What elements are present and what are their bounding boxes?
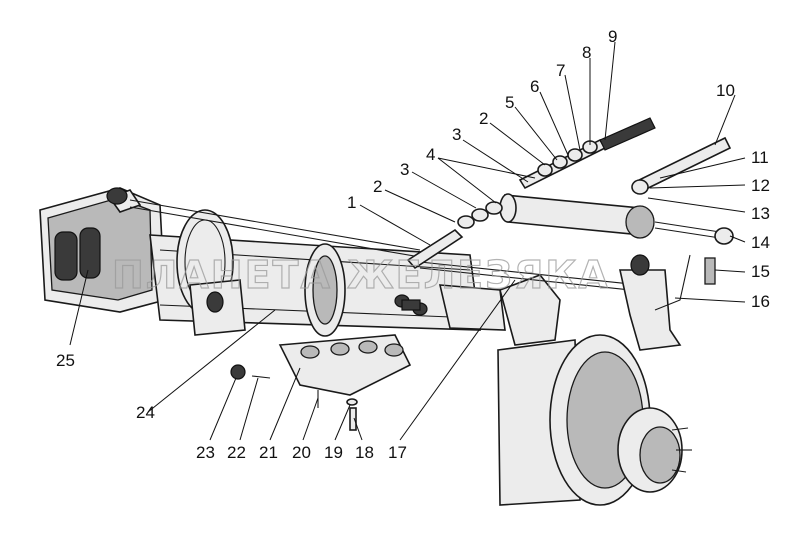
callout-5: 5 — [505, 93, 514, 112]
callout-16: 16 — [751, 292, 770, 311]
tie-rod — [106, 187, 641, 292]
callout-11: 11 — [751, 148, 769, 167]
callout-3-lower: 3 — [400, 160, 409, 179]
callout-2-lower: 2 — [373, 177, 382, 196]
callout-12: 12 — [751, 176, 770, 195]
callout-18: 18 — [355, 443, 374, 462]
callout-17: 17 — [388, 443, 407, 462]
leader-lines — [69, 41, 746, 441]
axle-housing — [39, 187, 506, 337]
callout-15: 15 — [751, 262, 770, 281]
callout-22: 22 — [227, 443, 246, 462]
lever-bracket — [619, 254, 716, 351]
callout-19: 19 — [324, 443, 343, 462]
callout-21: 21 — [259, 443, 278, 462]
callout-9: 9 — [608, 27, 617, 46]
hose-fitting — [631, 136, 732, 195]
callout-24: 24 — [136, 403, 155, 422]
callout-8: 8 — [582, 43, 591, 62]
steering-cylinder — [499, 193, 734, 245]
callout-1: 1 — [347, 193, 356, 212]
callout-2-upper: 2 — [479, 109, 488, 128]
callout-20: 20 — [292, 443, 311, 462]
fastener-plate — [230, 334, 412, 431]
callout-3-upper: 3 — [452, 125, 461, 144]
callout-labels: 1 2 3 4 3 2 5 6 7 8 9 10 11 12 13 14 15 … — [56, 27, 770, 462]
callout-25: 25 — [56, 351, 75, 370]
callout-13: 13 — [751, 204, 770, 223]
piston-rod-seals — [406, 117, 656, 270]
callout-14: 14 — [751, 233, 770, 252]
watermark-logo: ПЛАНЕТА ЖЕЛЕЗЯКА — [112, 253, 610, 297]
steering-knuckle-hub — [497, 274, 692, 506]
callout-4: 4 — [426, 145, 435, 164]
callout-6: 6 — [530, 77, 539, 96]
callout-10: 10 — [716, 81, 735, 100]
callout-23: 23 — [196, 443, 215, 462]
callout-7: 7 — [556, 61, 565, 80]
